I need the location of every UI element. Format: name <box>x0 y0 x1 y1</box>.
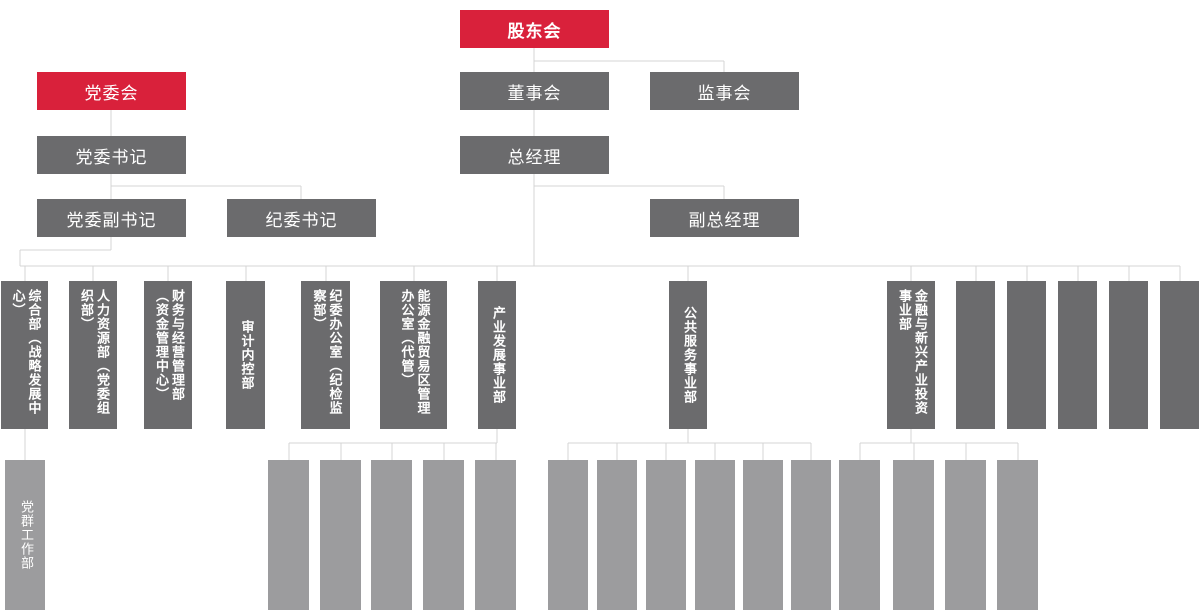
board-of-directors-box: 董事会 <box>460 72 609 110</box>
department-box <box>1007 281 1046 429</box>
sub-unit-box <box>997 460 1038 610</box>
sub-unit-box <box>893 460 934 610</box>
department-box: 综合部（战略发展中心） <box>1 281 48 429</box>
department-box <box>1109 281 1148 429</box>
department-box: 公共服务事业部 <box>669 281 707 429</box>
sub-unit-box <box>646 460 686 610</box>
department-box: 能源金融贸易区管理办公室（代管） <box>380 281 447 429</box>
sub-unit-box <box>320 460 361 610</box>
sub-unit-box <box>268 460 309 610</box>
department-box: 人力资源部（党委组织部） <box>69 281 117 429</box>
shareholders-meeting-box: 股东会 <box>460 10 609 48</box>
sub-unit-box <box>475 460 516 610</box>
party-secretary-box: 党委书记 <box>37 136 186 174</box>
department-box: 产业发展事业部 <box>478 281 516 429</box>
department-box: 审计内控部 <box>226 281 265 429</box>
department-box <box>956 281 995 429</box>
department-box <box>1160 281 1199 429</box>
sub-unit-box <box>839 460 880 610</box>
department-box: 纪委办公室（纪检监察部） <box>301 281 350 429</box>
party-committee-box: 党委会 <box>37 72 186 110</box>
sub-unit-box <box>945 460 986 610</box>
deputy-party-secretary-box: 党委副书记 <box>37 199 186 237</box>
sub-unit-box: 党群工作部 <box>5 460 45 610</box>
sub-unit-box <box>597 460 637 610</box>
sub-unit-box <box>743 460 783 610</box>
board-of-supervisors-box: 监事会 <box>650 72 799 110</box>
department-box <box>1058 281 1097 429</box>
discipline-secretary-box: 纪委书记 <box>227 199 376 237</box>
sub-unit-box <box>791 460 831 610</box>
department-box: 财务与经营管理部（资金管理中心） <box>144 281 192 429</box>
sub-unit-box <box>423 460 464 610</box>
department-box: 金融与新兴产业投资事业部 <box>887 281 935 429</box>
sub-unit-box <box>548 460 588 610</box>
deputy-general-manager-box: 副总经理 <box>650 199 799 237</box>
general-manager-box: 总经理 <box>460 136 609 174</box>
sub-unit-box <box>695 460 735 610</box>
sub-unit-box <box>371 460 412 610</box>
